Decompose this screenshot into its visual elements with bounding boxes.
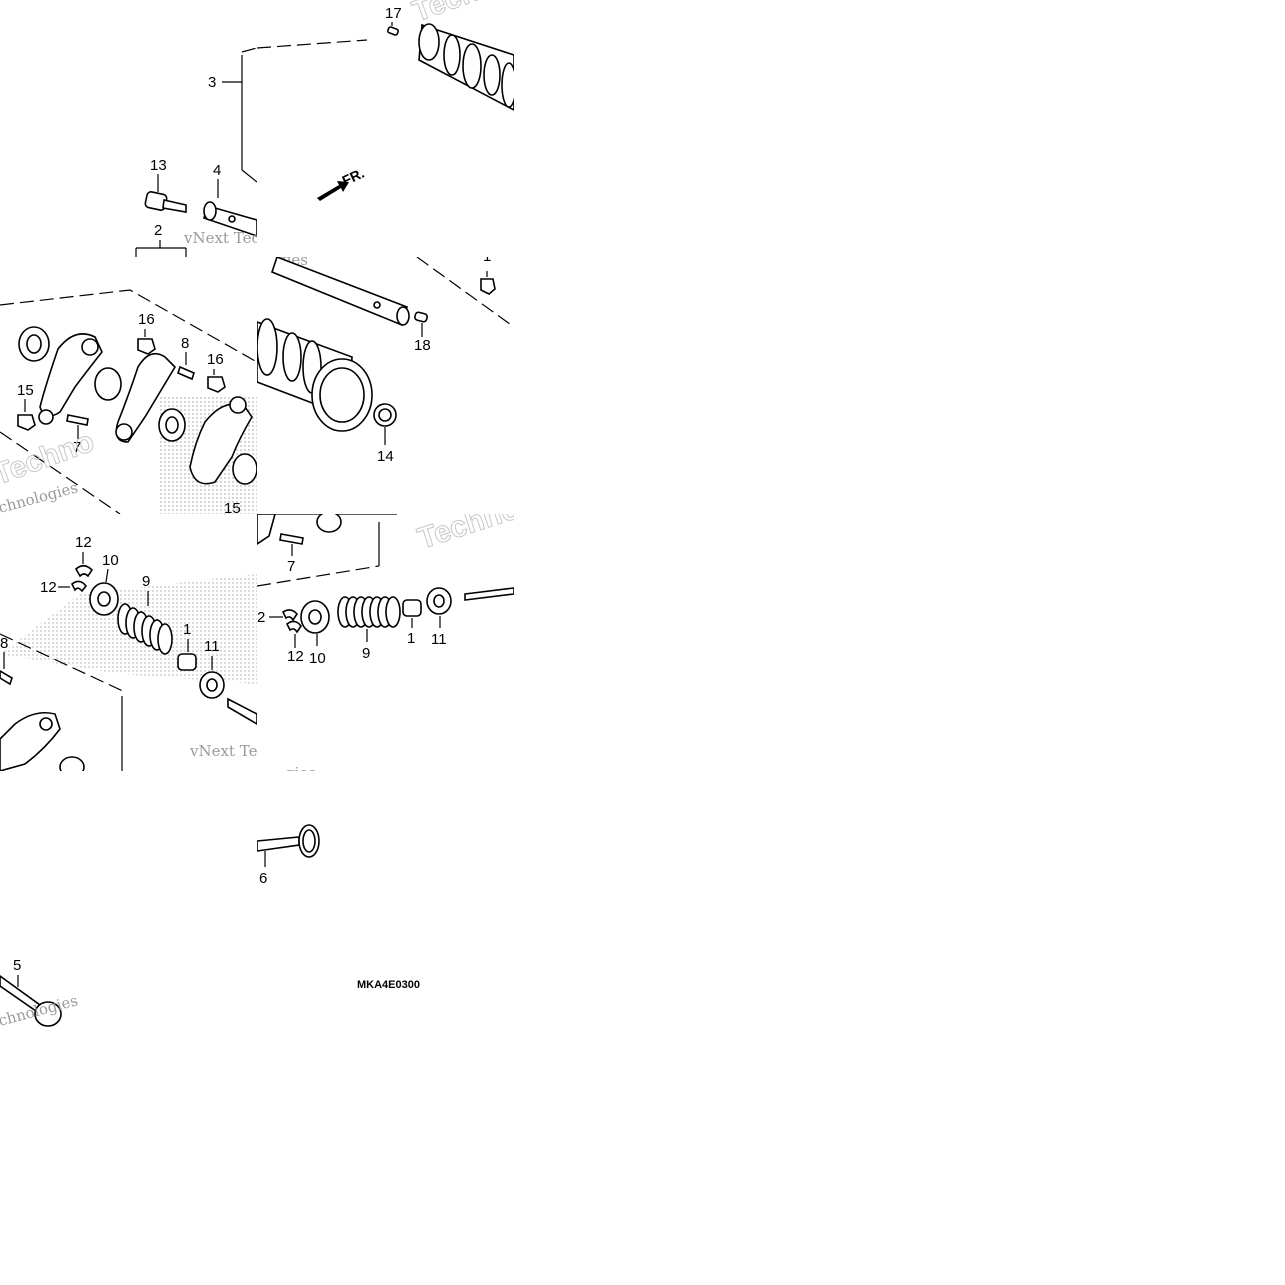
nut-15-a (17, 414, 36, 431)
callout-5: 5 (13, 957, 21, 974)
washer-left (18, 326, 50, 362)
front-marker-label: FR. (340, 165, 367, 189)
watermark-next-mid: Techno (0, 425, 99, 492)
washer-edge (232, 453, 257, 485)
adjusting-screw-7-b (279, 533, 304, 545)
callout-12-a: 12 (75, 534, 92, 551)
callout-8-a: 8 (181, 335, 189, 352)
adjusting-screw-8-b (0, 670, 13, 686)
watermark-vnext-lower: vNext Tec (189, 742, 257, 760)
callout-12-c: 12 (287, 648, 304, 665)
rocker-shaft-4 (202, 201, 257, 237)
callout-16-b: 16 (207, 351, 224, 368)
callout-1-a: 1 (183, 621, 191, 638)
callout-10-a: 10 (102, 552, 119, 569)
valve-spring-9-b (337, 596, 401, 628)
callout-8-b: 8 (0, 635, 8, 652)
rocker-shaft-upper (271, 257, 410, 327)
diagram-tile-valve-6: 6 MKA4E0300 (257, 771, 514, 1028)
callout-4: 4 (213, 162, 221, 179)
callout-2-b: 2 (257, 609, 265, 626)
dowel-pin-18 (414, 311, 428, 323)
diagram-tile-valve-5: 5 chnologies (0, 771, 257, 1028)
callout-18: 18 (414, 337, 431, 354)
rocker-arm-left (38, 333, 103, 425)
callout-7-b: 7 (287, 558, 295, 575)
callout-10-b: 10 (309, 650, 326, 667)
diagram-tile-top-left: 3 13 4 2 vNext Tec (0, 0, 257, 257)
callout-16-a: 16 (138, 311, 155, 328)
spring-seat-11-a (199, 671, 225, 699)
watermark-gies-lower: gies (285, 764, 316, 771)
valve-cotter-12-c (285, 620, 302, 634)
valve-cotter-12-a (74, 564, 94, 578)
camshaft-lower (257, 318, 373, 432)
stem-seal-1-a (177, 653, 197, 671)
nut-16-b (207, 376, 226, 393)
callout-13: 13 (150, 157, 167, 174)
rocker-arm-fragment (257, 514, 276, 545)
valve-stem-b (464, 587, 514, 601)
washer-right (158, 408, 186, 442)
diagram-tile-lower-center: Techno 7 2 12 10 (257, 514, 514, 771)
flange-bolt-13 (144, 191, 187, 213)
adjusting-screw-8-a (177, 365, 195, 381)
valve-stem-a (227, 697, 257, 725)
front-arrow: FR. (317, 165, 367, 201)
camshaft (418, 23, 514, 111)
spring-retainer-10-a (89, 582, 119, 616)
cam-sprocket-bolt-14 (373, 403, 397, 427)
callout-1-top: 1 (483, 257, 491, 265)
diagram-tile-mid-left: 16 8 16 15 7 15 Techno chnologies (0, 257, 257, 514)
rocker-arm-lower (0, 711, 61, 771)
diagram-tile-center: gies 18 1 (257, 257, 514, 514)
valve-spring-9-a (117, 603, 173, 655)
valve-cotter-2-b (281, 609, 299, 622)
callout-15-b: 15 (224, 500, 241, 514)
callout-3: 3 (208, 74, 216, 91)
part-code: MKA4E0300 (357, 979, 420, 991)
washer-mid (94, 367, 122, 401)
rocker-arm-mid (115, 352, 177, 443)
dowel-pin-17 (387, 26, 399, 36)
watermark-techno-lower: Techno (414, 514, 514, 556)
intake-valve-5 (0, 975, 62, 1027)
callout-12-b: 12 (40, 579, 57, 596)
washer-fragment (316, 514, 342, 533)
callout-9-b: 9 (362, 645, 370, 662)
washer-lower (59, 756, 85, 771)
callout-1-b: 1 (407, 630, 415, 647)
callout-9-a: 9 (142, 573, 150, 590)
nut-16-a (137, 338, 156, 355)
callout-15-a: 15 (17, 382, 34, 399)
exhaust-valve-6 (257, 824, 320, 858)
callout-2-top: 2 (154, 222, 162, 239)
callout-14: 14 (377, 448, 394, 465)
adjusting-screw-7-a (66, 414, 89, 426)
spring-retainer-10-b (300, 600, 330, 634)
watermark-vnext: vNext Tec (183, 229, 257, 247)
callout-7-a: 7 (73, 439, 81, 456)
callout-17: 17 (385, 5, 402, 22)
rocker-arm-right (189, 396, 253, 485)
stem-seal-1-b (402, 599, 422, 617)
spring-seat-11-b (426, 587, 452, 615)
diagram-tile-top-middle: Techn 17 FR. (257, 0, 514, 257)
callout-11-b: 11 (431, 631, 447, 648)
valve-cotter-12-b (70, 580, 88, 593)
callout-6: 6 (259, 870, 267, 887)
nut-top-right (480, 278, 496, 295)
diagram-tile-lower-left: 12 10 12 9 1 1 (0, 514, 257, 771)
callout-11-a: 11 (204, 638, 220, 655)
